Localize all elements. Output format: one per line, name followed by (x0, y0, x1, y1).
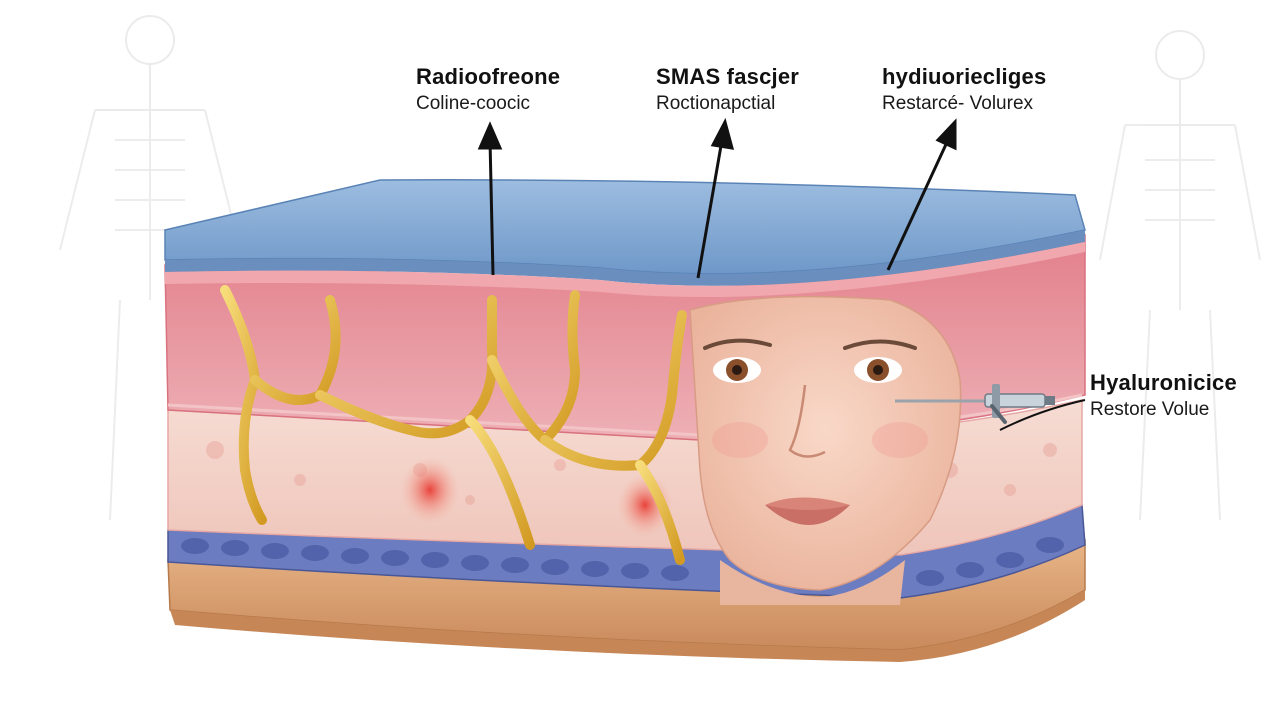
collagen-threads (220, 285, 687, 565)
arrow-icon (886, 118, 957, 271)
arrow-icon (999, 399, 1086, 431)
label-title: Radioofreone (416, 64, 561, 89)
label-title: Hyaluronicice (1090, 370, 1237, 395)
face-illustration (689, 295, 962, 605)
label-subtitle: Restore Volue (1090, 399, 1210, 420)
label-subtitle: Roctionapctial (656, 93, 776, 114)
label-subtitle: Coline-coocic (416, 93, 531, 114)
label-title: SMAS fascjer (656, 64, 800, 89)
inflammation-spot (400, 456, 460, 524)
label-smas: SMAS fascjer Roctionapctial (656, 64, 799, 115)
syringe-icon (895, 384, 1055, 424)
arrow-icon (696, 117, 735, 279)
label-radiofrequency: Radioofreone Coline-coocic (416, 64, 560, 115)
label-hyaluronic: Hyaluronicice Restore Volue (1090, 370, 1237, 421)
label-subtitle: Restarcé- Volurex (882, 93, 1034, 114)
arrow-icon (477, 121, 503, 276)
label-hydration: hydiuoriecliges Restarcé- Volurex (882, 64, 1046, 115)
label-title: hydiuoriecliges (882, 64, 1047, 89)
